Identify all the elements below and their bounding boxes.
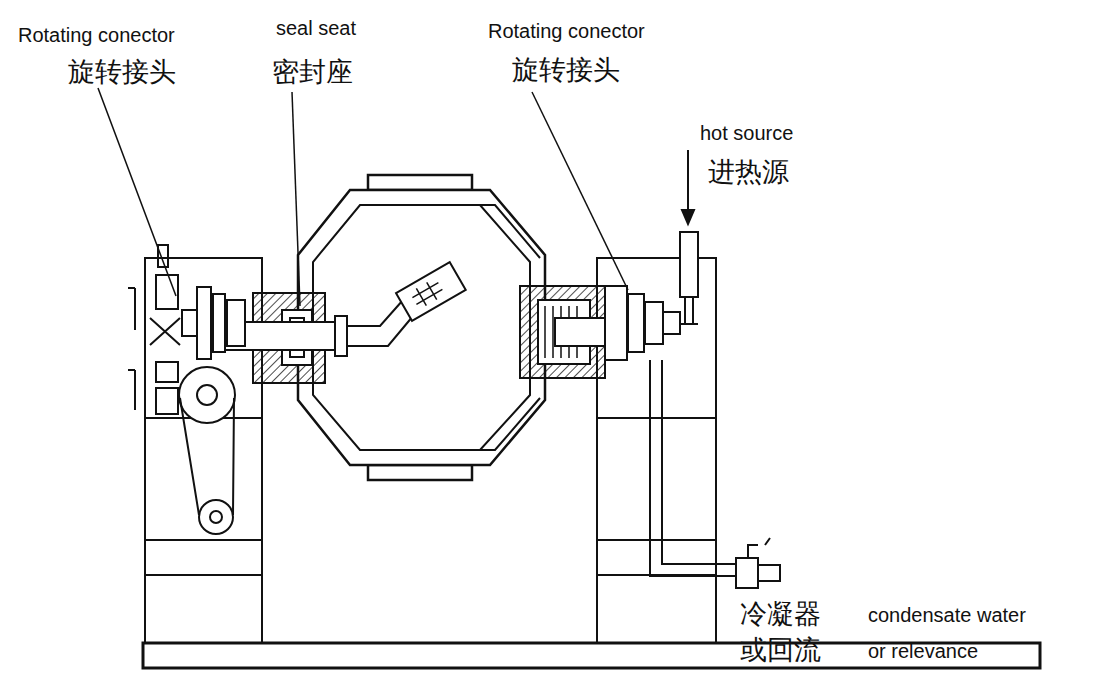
part-label: 冷凝器 [740,600,821,630]
part-label: Rotating conector [488,20,645,42]
part-label: 进热源 [708,158,789,188]
part-label: hot source [700,122,793,144]
part-label: condensate water [868,604,1026,626]
part-label: Rotating conector [18,24,175,46]
part-label: or relevance [868,640,978,662]
part-label: 旋转接头 [68,58,176,88]
part-label: 密封座 [272,58,353,88]
part-label: 旋转接头 [512,56,620,86]
part-label: seal seat [276,17,356,39]
part-label: 或回流 [740,636,821,666]
